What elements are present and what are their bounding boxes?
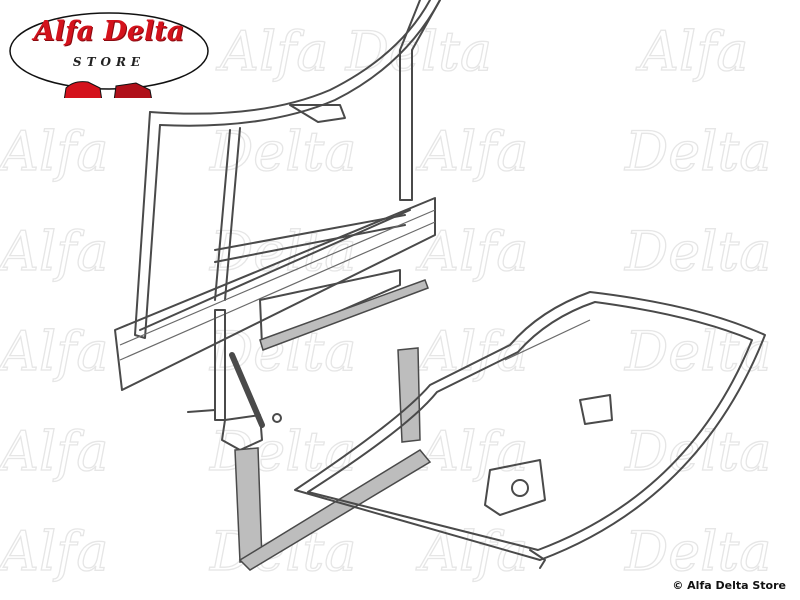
svg-text:Delta: Delta	[624, 520, 771, 583]
svg-text:Delta: Delta	[209, 520, 356, 583]
car-icon	[63, 81, 152, 98]
windshield-frame	[114, 0, 441, 391]
logo-title: Alfa Delta	[33, 16, 185, 47]
store-logo[interactable]: Alfa Delta STORE	[8, 8, 210, 98]
copyright-text: © Alfa Delta Store	[672, 579, 786, 592]
gas-strut	[187, 309, 282, 451]
svg-text:Delta: Delta	[624, 220, 771, 283]
svg-text:Alfa: Alfa	[0, 420, 108, 483]
rear-hatch-frame	[294, 291, 766, 569]
logo-ellipse	[9, 12, 209, 98]
svg-text:Alfa: Alfa	[415, 320, 528, 383]
svg-text:Alfa: Alfa	[415, 120, 528, 183]
svg-text:Delta: Delta	[209, 120, 356, 183]
svg-text:Alfa: Alfa	[0, 120, 108, 183]
svg-text:Delta: Delta	[209, 220, 356, 283]
svg-text:Delta: Delta	[209, 420, 356, 483]
svg-text:Delta: Delta	[624, 320, 771, 383]
svg-text:Alfa: Alfa	[635, 20, 748, 83]
logo-subtitle: STORE	[72, 55, 146, 69]
svg-text:Delta: Delta	[209, 320, 356, 383]
svg-text:Alfa: Alfa	[0, 220, 108, 283]
svg-text:Alfa: Alfa	[415, 420, 528, 483]
svg-text:Alfa Delta: Alfa Delta	[215, 20, 492, 83]
svg-text:Alfa: Alfa	[415, 220, 528, 283]
svg-text:Alfa: Alfa	[0, 320, 108, 383]
support-legs	[234, 347, 432, 571]
svg-text:Delta: Delta	[624, 120, 771, 183]
svg-text:Alfa: Alfa	[0, 520, 108, 583]
